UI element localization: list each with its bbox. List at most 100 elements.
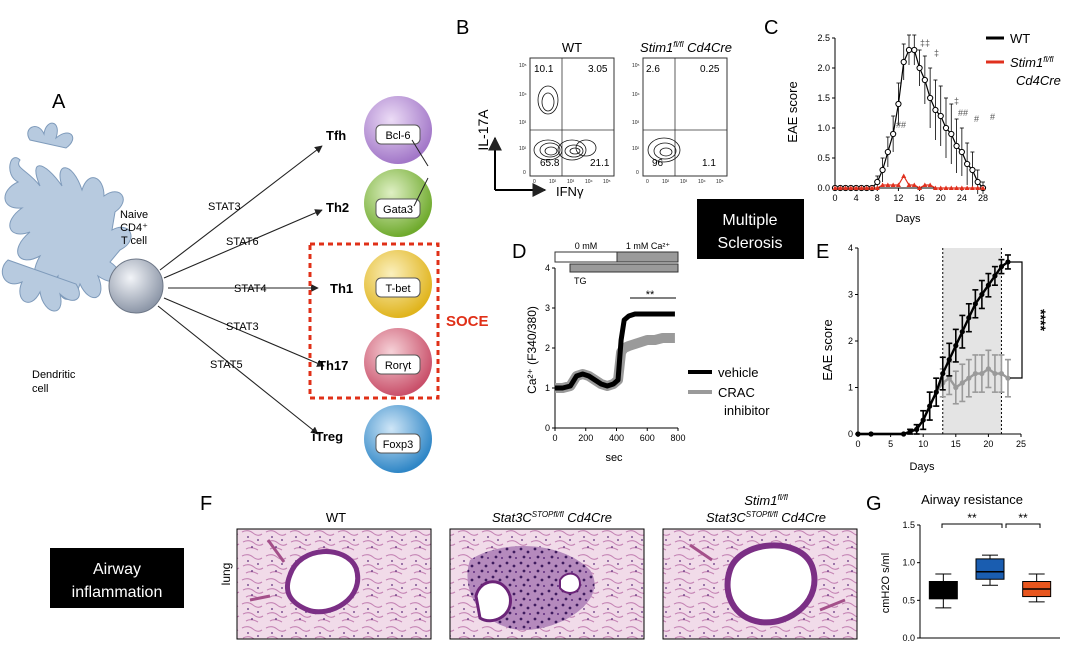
data-point <box>911 182 917 187</box>
svg-text:10²: 10² <box>662 179 670 185</box>
panel-a: A Dendritic cell Naive CD4⁺ T cell STAT3 <box>1 91 489 473</box>
data-point <box>920 417 926 423</box>
x-tick-label: 600 <box>640 433 655 443</box>
data-point <box>853 185 859 190</box>
image-title-stim1-line1: Stim1fl/fl <box>744 493 788 508</box>
panel-d: D 0 mM 1 mM Ca²⁺ TG Ca²⁺ (F340/380) sec … <box>512 241 770 464</box>
y-tick-label: 0.0 <box>817 183 830 193</box>
svg-text:10³: 10³ <box>567 179 575 185</box>
tf-label: T-bet <box>385 283 410 295</box>
data-point <box>979 291 985 298</box>
data-point <box>864 185 870 190</box>
x-tick-label: 12 <box>893 193 903 203</box>
flow-plot-wt <box>529 57 615 177</box>
bar-tg <box>569 263 679 273</box>
panel-f: F lung WT Stat3CSTOPfl/fl Cd4Cre Stim1fl… <box>200 493 858 640</box>
box <box>975 558 1005 580</box>
svg-text:10⁵: 10⁵ <box>519 63 527 69</box>
svg-text:10³: 10³ <box>519 120 527 126</box>
data-point <box>885 182 891 187</box>
soce-label: SOCE <box>446 313 489 330</box>
panel-g-letter: G <box>866 493 882 515</box>
data-point <box>927 182 933 187</box>
data-point <box>921 76 928 84</box>
subset-label: Th17 <box>318 358 348 373</box>
y-tick-label: 3 <box>545 303 550 313</box>
y-tick-label: 2.0 <box>817 63 830 73</box>
y-tick-label: 1.0 <box>902 558 915 568</box>
tick-labels-wt: 10⁵ 10⁴ 10³ 10² 0 0 10² 10³ 10⁴ 10⁵ <box>519 63 611 185</box>
svg-text:Dendritic: Dendritic <box>32 369 76 381</box>
y-tick-label: 3 <box>848 290 853 300</box>
data-point <box>972 301 978 307</box>
stat-labels: STAT3 STAT6 STAT4 STAT3 STAT5 <box>208 201 267 371</box>
y-tick-label: 2.5 <box>817 33 830 43</box>
histology-image-stim1-stat3c <box>662 528 858 640</box>
data-point <box>940 370 946 377</box>
data-point <box>998 370 1005 377</box>
data-point <box>959 185 965 190</box>
data-point <box>954 185 960 190</box>
sig-mark: # <box>990 112 995 122</box>
svg-text:3.05: 3.05 <box>588 64 608 75</box>
svg-text:10⁴: 10⁴ <box>632 92 640 98</box>
data-point <box>868 431 874 437</box>
legend-label-crac: CRAC <box>718 385 755 400</box>
data-point <box>946 375 952 381</box>
panel-c-ylabel: EAE score <box>785 81 800 142</box>
data-point <box>901 431 907 437</box>
data-point <box>1005 259 1011 265</box>
data-point <box>958 148 965 156</box>
svg-text:0: 0 <box>646 179 649 185</box>
data-point <box>832 185 838 190</box>
contour-stim1 <box>647 137 681 163</box>
data-point <box>884 148 891 156</box>
svg-text:T cell: T cell <box>121 235 147 247</box>
svg-text:inflammation: inflammation <box>72 584 163 601</box>
svg-text:10⁵: 10⁵ <box>716 179 724 185</box>
sig-mark: ** <box>646 289 655 301</box>
stat-label: STAT3 <box>226 321 259 333</box>
data-point <box>964 160 971 168</box>
data-point <box>992 370 998 377</box>
data-point <box>959 380 965 386</box>
data-point <box>879 166 886 174</box>
dendritic-cell-illustration <box>1 122 132 312</box>
data-point <box>880 182 886 187</box>
data-point <box>917 185 923 190</box>
legend-label-stim1-line2: Cd4Cre <box>1016 73 1061 88</box>
data-point <box>946 357 952 363</box>
data-point <box>948 185 954 190</box>
x-tick-label: 5 <box>888 439 893 449</box>
x-tick-label: 0 <box>855 439 860 449</box>
panel-d-letter: D <box>512 241 526 263</box>
svg-text:Airway: Airway <box>93 561 141 578</box>
y-tick-label: 1.0 <box>817 123 830 133</box>
panel-g-ylabel: cmH2O s/ml <box>880 553 892 614</box>
tf-label: Bcl-6 <box>385 130 410 142</box>
panel-g: G Airway resistance cmH2O s/ml ** ** 0.0… <box>866 492 1060 643</box>
stat-label: STAT5 <box>210 359 243 371</box>
series-line <box>555 311 675 391</box>
tf-labels: Bcl-6 Gata3 T-bet Rorγt Foxp3 <box>375 124 421 454</box>
data-point <box>932 185 938 190</box>
svg-text:65.8: 65.8 <box>540 158 560 169</box>
panel-b-letter: B <box>456 17 469 39</box>
data-point <box>907 429 913 435</box>
data-point <box>922 182 928 187</box>
svg-text:10³: 10³ <box>632 120 640 126</box>
svg-text:0: 0 <box>523 170 526 176</box>
panel-g-title: Airway resistance <box>921 492 1023 507</box>
flow-plot-title-wt: WT <box>562 40 582 55</box>
panel-f-letter: F <box>200 493 212 515</box>
svg-text:10.1: 10.1 <box>534 64 554 75</box>
sig-mark: ‡ <box>954 96 959 106</box>
subset-labels: Tfh Th2 Th1 Th17 iTreg <box>312 128 353 444</box>
svg-text:10²: 10² <box>632 146 640 152</box>
x-tick-label: 800 <box>670 433 685 443</box>
y-tick-label: 2 <box>848 336 853 346</box>
data-point <box>972 370 978 377</box>
